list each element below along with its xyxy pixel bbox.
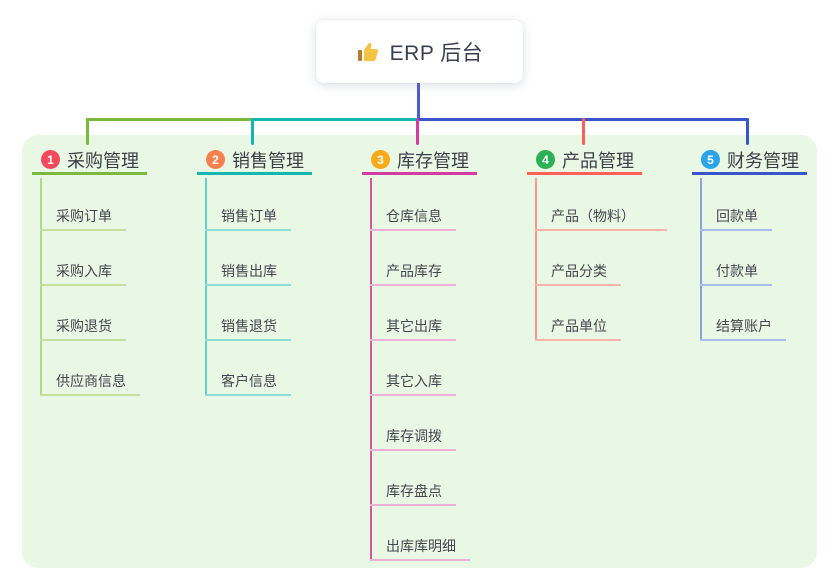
node-supplier-info[interactable]: 供应商信息 (40, 370, 140, 396)
branch2-children: 销售订单 销售出库 销售退货 客户信息 (205, 205, 291, 425)
branch1-spine-line (40, 178, 42, 396)
branch3-drop-line (416, 118, 419, 145)
branch-product-management[interactable]: 4 产品管理 (527, 147, 642, 175)
branch-sales-management[interactable]: 2 销售管理 (197, 147, 312, 175)
node-purchase-return[interactable]: 采购退货 (40, 315, 126, 341)
node-sales-outbound[interactable]: 销售出库 (205, 260, 291, 286)
node-stock-transfer[interactable]: 库存调拨 (370, 425, 456, 451)
branch1-number-badge: 1 (41, 150, 60, 169)
thumbs-up-icon (356, 40, 380, 64)
root-title: ERP 后台 (389, 41, 484, 65)
node-inout-detail[interactable]: 出库库明细 (370, 535, 470, 561)
node-purchase-inbound[interactable]: 采购入库 (40, 260, 126, 286)
branch3-spine-line (370, 178, 372, 561)
branch4-drop-line (582, 118, 585, 145)
root-connector-line (417, 83, 420, 119)
branch5-number-badge: 5 (701, 150, 720, 169)
node-product-category[interactable]: 产品分类 (535, 260, 621, 286)
branch1-title: 采购管理 (67, 150, 139, 171)
branch4-spine-line (535, 178, 537, 341)
branch3-title: 库存管理 (397, 150, 469, 171)
node-payment-voucher[interactable]: 付款单 (700, 260, 772, 286)
node-other-inbound[interactable]: 其它入库 (370, 370, 456, 396)
branch3-children: 仓库信息 产品库存 其它出库 其它入库 库存调拨 库存盘点 出库库明细 (370, 205, 470, 588)
branch2-drop-line (251, 118, 254, 145)
branch2-number-badge: 2 (206, 150, 225, 169)
node-purchase-order[interactable]: 采购订单 (40, 205, 126, 231)
branch4-title: 产品管理 (562, 150, 634, 171)
branch5-children: 回款单 付款单 结算账户 (700, 205, 786, 370)
node-sales-return[interactable]: 销售退货 (205, 315, 291, 341)
node-stock-count[interactable]: 库存盘点 (370, 480, 456, 506)
branch5-spine-line (700, 178, 702, 341)
branch2-spine-line (205, 178, 207, 396)
branch5-drop-line (746, 118, 749, 145)
node-sales-order[interactable]: 销售订单 (205, 205, 291, 231)
node-product-material[interactable]: 产品（物料） (535, 205, 667, 231)
branch2-title: 销售管理 (232, 150, 304, 171)
node-product-stock[interactable]: 产品库存 (370, 260, 456, 286)
bus-line-teal (251, 118, 419, 121)
node-warehouse-info[interactable]: 仓库信息 (370, 205, 456, 231)
branch5-title: 财务管理 (727, 150, 799, 171)
root-node[interactable]: ERP 后台 (316, 20, 523, 83)
branch4-number-badge: 4 (536, 150, 555, 169)
node-other-outbound[interactable]: 其它出库 (370, 315, 456, 341)
branch4-children: 产品（物料） 产品分类 产品单位 (535, 205, 667, 370)
branch-purchase-management[interactable]: 1 采购管理 (32, 147, 147, 175)
node-customer-info[interactable]: 客户信息 (205, 370, 291, 396)
branch1-drop-line (86, 118, 89, 145)
node-product-unit[interactable]: 产品单位 (535, 315, 621, 341)
branches-background-panel (22, 135, 817, 568)
node-receipt-voucher[interactable]: 回款单 (700, 205, 772, 231)
node-settlement-account[interactable]: 结算账户 (700, 315, 786, 341)
branch-finance-management[interactable]: 5 财务管理 (692, 147, 807, 175)
branch3-number-badge: 3 (371, 150, 390, 169)
branch-inventory-management[interactable]: 3 库存管理 (362, 147, 477, 175)
branch1-children: 采购订单 采购入库 采购退货 供应商信息 (40, 205, 140, 425)
bus-line-green (86, 118, 253, 121)
